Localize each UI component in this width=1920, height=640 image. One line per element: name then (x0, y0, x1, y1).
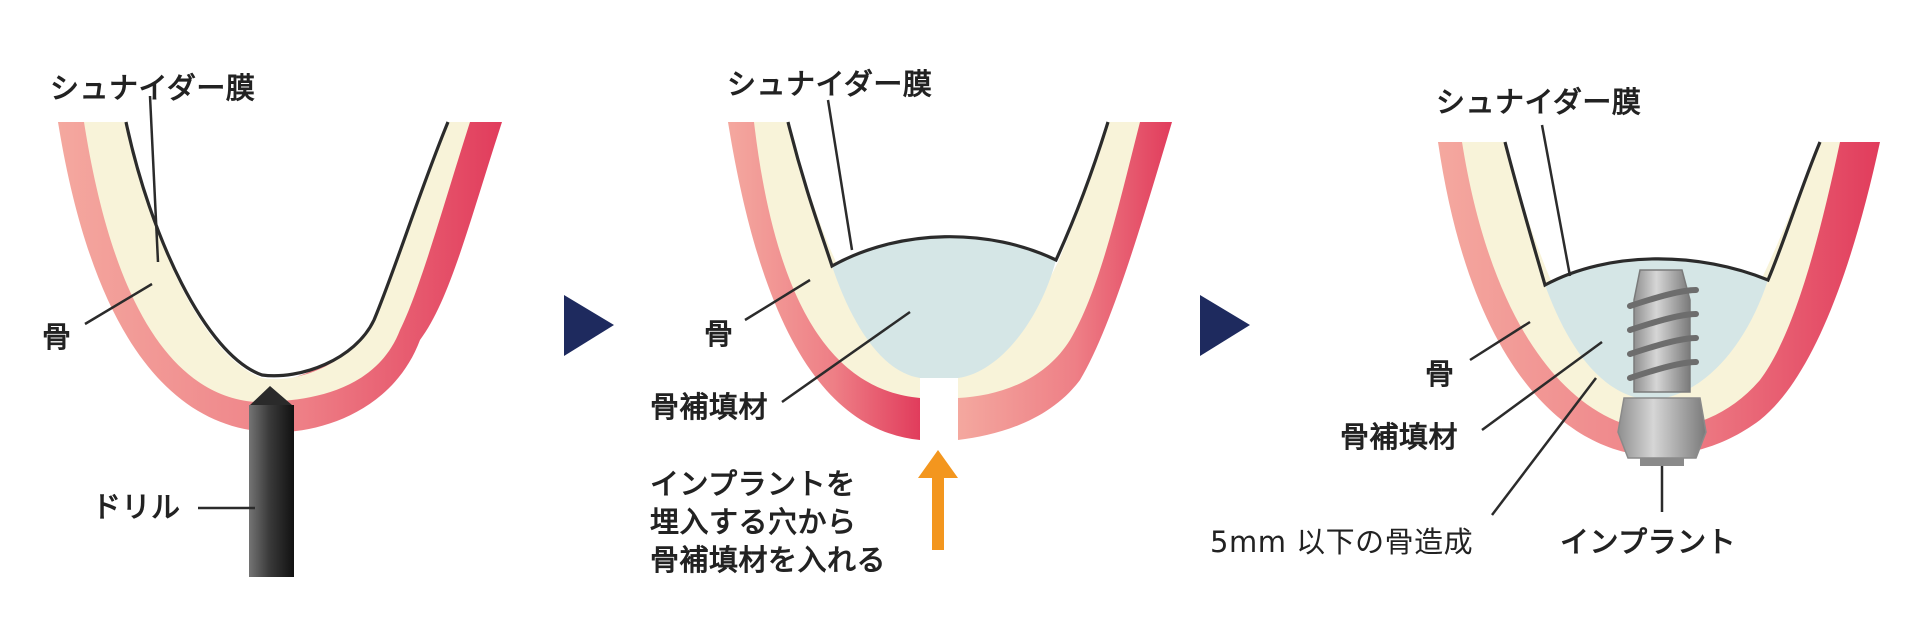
implant (1617, 269, 1707, 466)
bone-graft (832, 236, 1056, 378)
panel-2-graft-label: 骨補填材 (650, 390, 769, 424)
graft-leader-line (781, 310, 911, 404)
panel-3-bone-formation-label: 5mm 以下の骨造成 (1210, 525, 1474, 559)
panel-2-membrane-label: シュナイダー膜 (727, 67, 933, 101)
panel-1-membrane-label: シュナイダー膜 (50, 71, 256, 105)
bone-outline (786, 121, 1110, 269)
bone-inner-layer (1462, 142, 1840, 430)
bone-outer-layer (1438, 142, 1880, 456)
panel-2-note-line-1: インプラントを (650, 467, 856, 501)
graft-leader-line (1481, 340, 1603, 432)
bone-formation-leader-line (1491, 377, 1597, 516)
bone-leader-line (1469, 320, 1531, 362)
drill-body (249, 405, 294, 577)
panel-1-drilling (58, 95, 502, 577)
bone-leader-line (84, 282, 153, 326)
insertion-arrow (918, 450, 958, 550)
bone-inner-layer (754, 122, 920, 398)
membrane-leader-line (826, 99, 854, 251)
bone-outline (1503, 141, 1822, 288)
step-arrow-1 (564, 295, 614, 356)
panel-2-bone-label: 骨 (704, 317, 734, 351)
panel-3-implant-placed (1438, 124, 1880, 516)
panel-1-drill-label: ドリル (92, 490, 181, 524)
membrane-leader-line (1540, 124, 1572, 277)
panel-3-bone-label: 骨 (1425, 357, 1455, 391)
panel-2-note-line-3: 骨補填材を入れる (650, 543, 887, 577)
bone-inner-layer (958, 122, 1140, 398)
membrane-leader-line (148, 95, 160, 263)
panel-3-implant-label: インプラント (1560, 525, 1737, 559)
step-arrow-2 (1200, 295, 1250, 356)
panel-3-membrane-label: シュナイダー膜 (1436, 85, 1642, 119)
panel-1-bone-label: 骨 (42, 320, 72, 354)
bone-inner-layer (84, 122, 470, 402)
drill (249, 386, 294, 577)
implant-abutment (1617, 397, 1707, 459)
panel-2-graft-insertion (728, 99, 1172, 550)
bone-leader-line (744, 278, 811, 322)
bone-outline (124, 121, 450, 378)
panel-2-note-line-2: 埋入する穴から (650, 505, 857, 539)
panel-3-graft-label: 骨補填材 (1340, 420, 1459, 454)
